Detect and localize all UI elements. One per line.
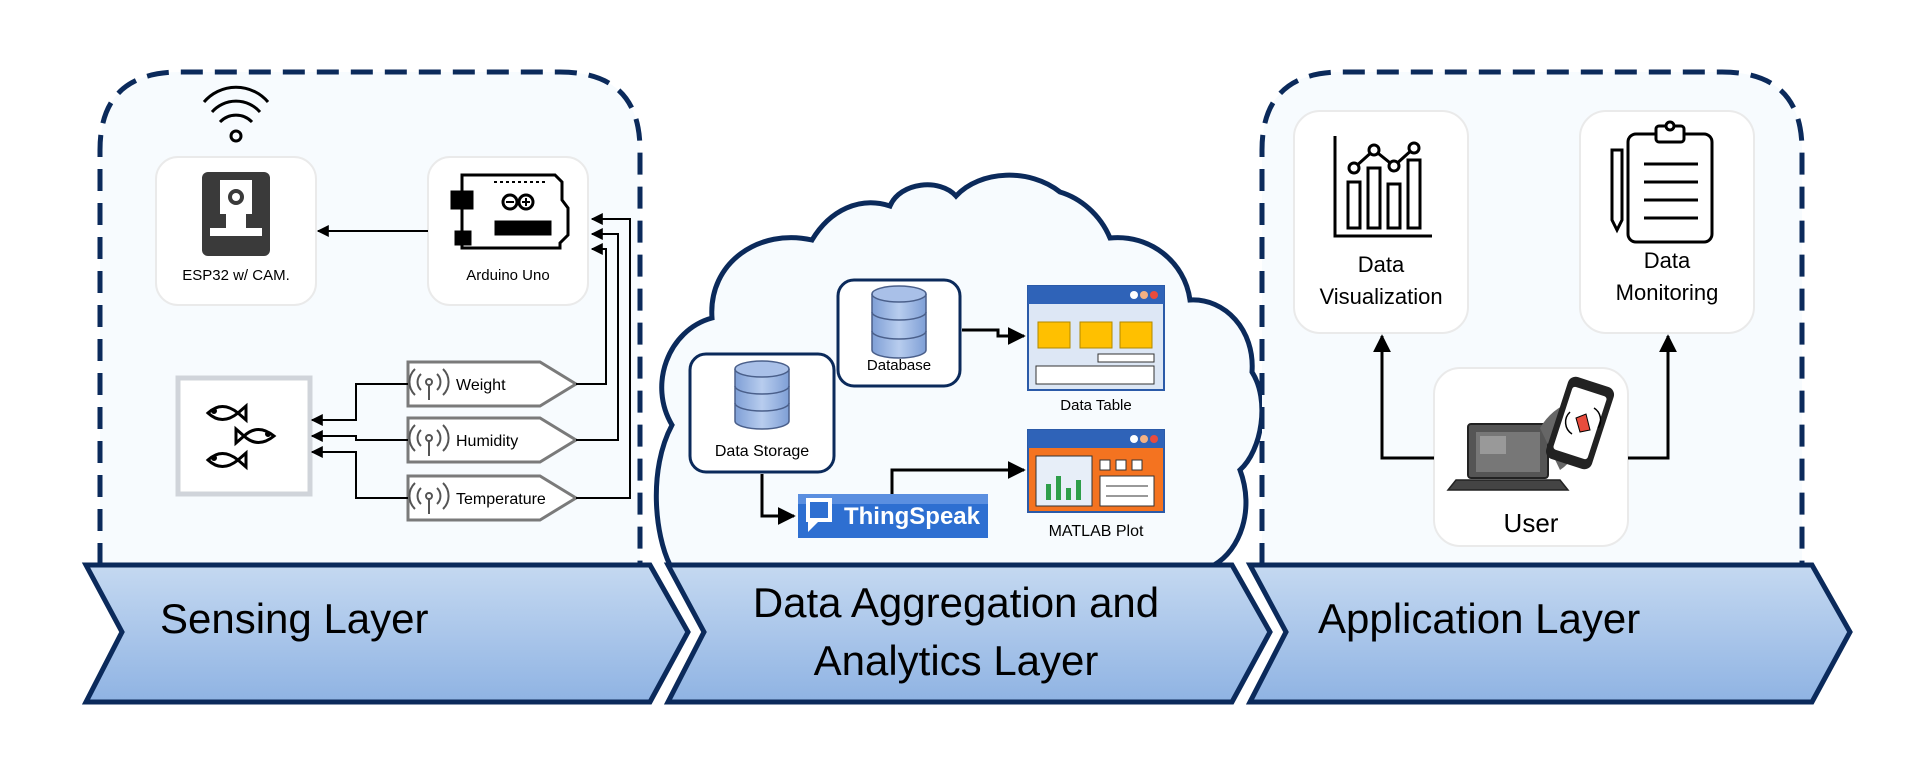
sensing-layer-title: Sensing Layer (160, 595, 429, 642)
thingspeak-label: ThingSpeak (844, 503, 981, 530)
sensor-temperature-label: Temperature (456, 491, 546, 508)
database-icon (734, 360, 790, 430)
aggregation-layer-title-2: Analytics Layer (814, 637, 1099, 684)
matlab-plot-label: MATLAB Plot (1049, 523, 1144, 540)
aggregation-layer-title-1: Data Aggregation and (753, 579, 1159, 626)
sensor-to-arduino-arrows (576, 213, 631, 499)
bar-chart-icon (1046, 476, 1081, 500)
data-visualization-label-1: Data (1358, 252, 1405, 277)
camera-module-icon (202, 172, 270, 256)
sensor-weight-label: Weight (456, 377, 506, 394)
sensor-humidity: Humidity (406, 416, 579, 464)
antenna-icon (408, 368, 450, 400)
data-storage-label: Data Storage (715, 443, 809, 460)
arduino-board-icon (450, 173, 570, 250)
arduino-label: Arduino Uno (466, 267, 549, 284)
sensing-layer-banner (81, 562, 691, 705)
data-table-label: Data Table (1060, 397, 1131, 414)
aggregation-layer-banner (663, 562, 1273, 705)
matlab-plot-window (1027, 429, 1165, 513)
data-visualization-label-2: Visualization (1319, 284, 1442, 309)
antenna-icon (408, 482, 450, 514)
application-layer-banner (1245, 562, 1853, 705)
sensor-weight: Weight (406, 360, 579, 408)
sensor-humidity-label: Humidity (456, 433, 518, 450)
antenna-icon (408, 424, 450, 456)
sensor-to-tank-arrows (310, 383, 408, 499)
user-to-cards-arrows (1373, 334, 1677, 460)
analytics-chart-icon (1333, 136, 1432, 238)
database-label: Database (867, 357, 931, 374)
sensor-temperature: Temperature (406, 474, 579, 522)
thingspeak-logo (798, 494, 988, 538)
cloud-flow-arrows (760, 327, 1026, 525)
user-label: User (1504, 508, 1559, 538)
data-table-window (1027, 285, 1165, 391)
data-monitoring-label-2: Monitoring (1616, 280, 1719, 305)
data-monitoring-label-1: Data (1644, 248, 1691, 273)
wifi-icon (202, 85, 270, 143)
application-layer-title: Application Layer (1318, 595, 1640, 642)
clipboard-icon (1610, 120, 1714, 244)
laptop-icon (1446, 423, 1570, 491)
database-icon (871, 285, 927, 359)
esp32-label: ESP32 w/ CAM. (182, 267, 290, 284)
smartphone-notification-icon (1540, 376, 1615, 470)
fish-icons (205, 402, 277, 471)
